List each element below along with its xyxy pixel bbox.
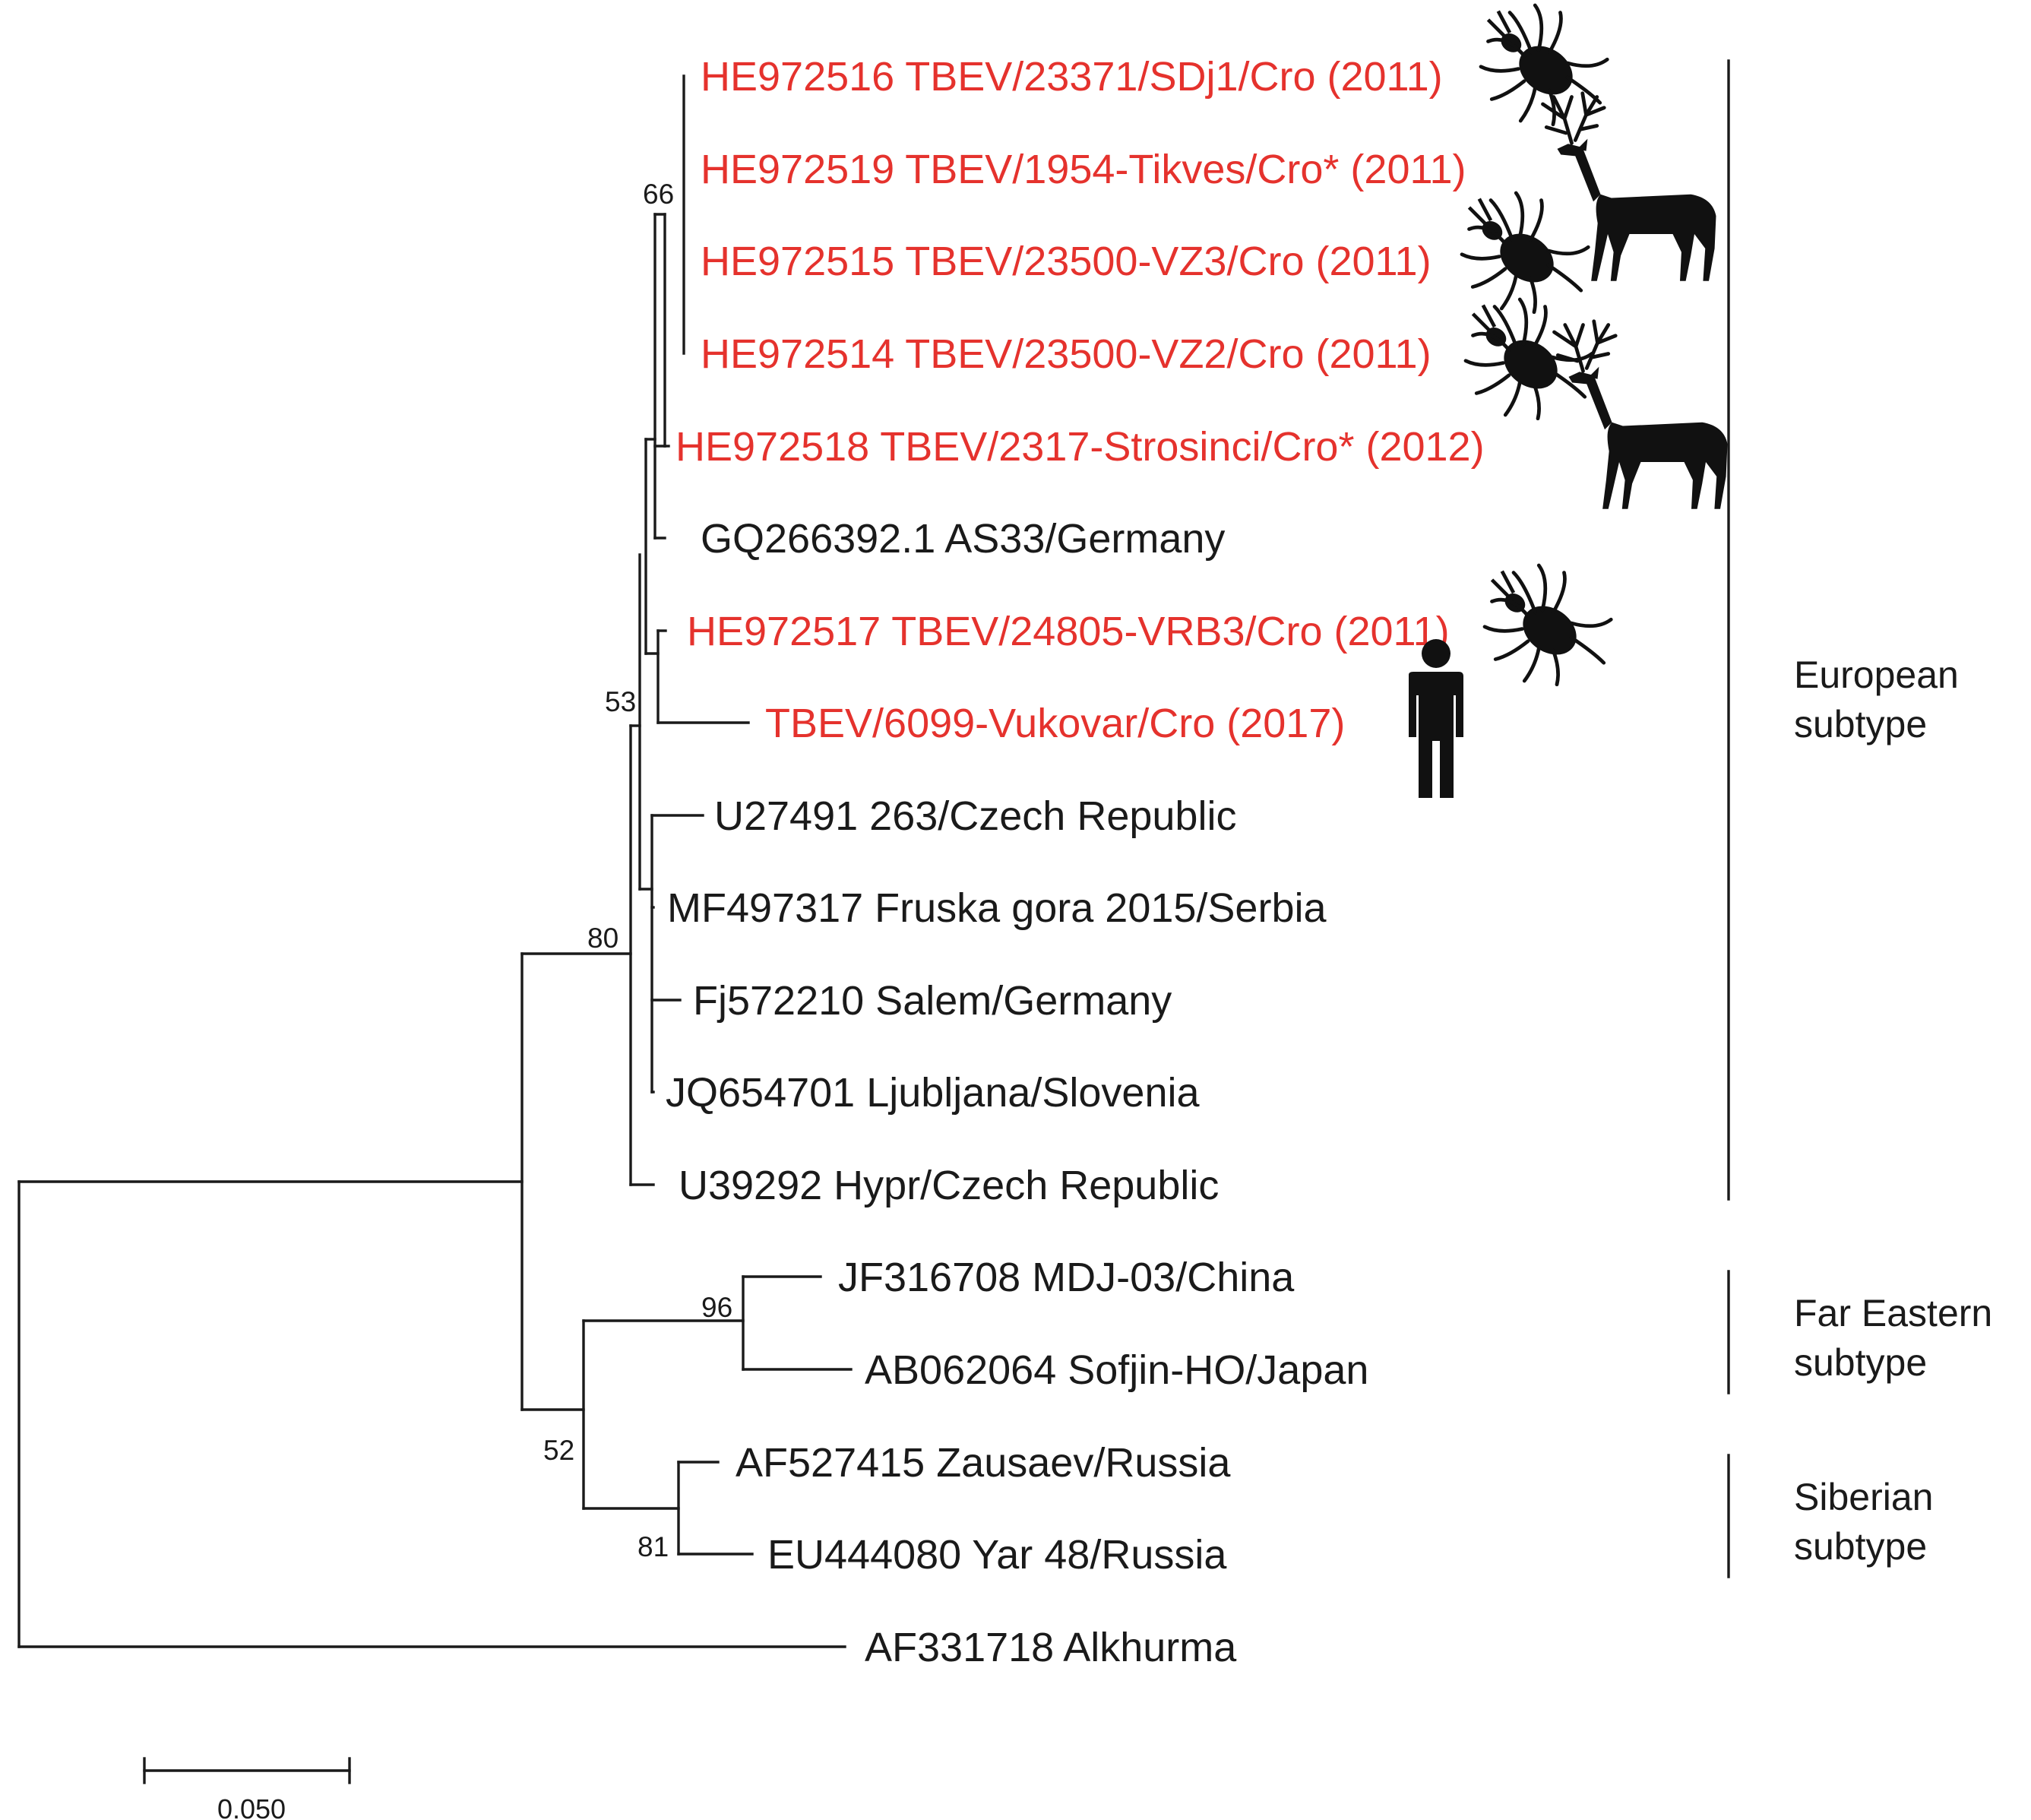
taxon-label: MF497317 Fruska gora 2015/Serbia — [667, 885, 1327, 931]
bootstrap-label: 52 — [543, 1435, 574, 1466]
taxon-label: U27491 263/Czech Republic — [714, 793, 1236, 839]
leaf-labels: HE972516 TBEV/23371/SDj1/Cro (2011) HE972… — [666, 54, 1485, 1670]
taxon-label: AF331718 Alkhurma — [865, 1625, 1237, 1670]
bootstrap-label: 81 — [637, 1531, 669, 1562]
taxon-label: JF316708 MDJ-03/China — [838, 1255, 1295, 1300]
clade-label-far-eastern: Far Eastern — [1794, 1292, 1992, 1334]
clade-label-european: subtype — [1794, 703, 1927, 745]
taxon-label: JQ654701 Ljubljana/Slovenia — [666, 1070, 1200, 1116]
clade-label-siberian: subtype — [1794, 1525, 1927, 1568]
taxon-label: HE972514 TBEV/23500-VZ2/Cro (2011) — [701, 331, 1432, 377]
taxon-label: HE972516 TBEV/23371/SDj1/Cro (2011) — [701, 54, 1443, 100]
human-icon — [1409, 639, 1463, 798]
deer-icon — [1555, 321, 1728, 509]
tree-branches — [17, 74, 853, 1648]
tick-icon — [1462, 193, 1588, 312]
scale-bar: 0.050 — [143, 1757, 351, 1820]
taxon-label: HE972518 TBEV/2317-Strosinci/Cro* (2012) — [675, 424, 1485, 470]
taxon-label: U39292 Hypr/Czech Republic — [679, 1163, 1219, 1208]
taxon-label: AB062064 Sofjin-HO/Japan — [865, 1347, 1368, 1393]
taxon-label: HE972517 TBEV/24805-VRB3/Cro (2011) — [687, 609, 1450, 654]
taxon-label: TBEV/6099-Vukovar/Cro (2017) — [765, 701, 1345, 746]
tick-icon — [1485, 565, 1611, 685]
bootstrap-label: 80 — [587, 923, 618, 954]
taxon-label: AF527415 Zausaev/Russia — [736, 1440, 1231, 1486]
bootstrap-label: 53 — [605, 686, 636, 717]
taxon-label: HE972519 TBEV/1954-Tikves/Cro* (2011) — [701, 147, 1466, 192]
bootstrap-label: 66 — [643, 179, 674, 210]
bootstrap-label: 96 — [701, 1292, 732, 1323]
clade-label-european: European — [1794, 654, 1959, 696]
taxon-label: Fj572210 Salem/Germany — [693, 978, 1172, 1024]
clade-label-siberian: Siberian — [1794, 1476, 1933, 1518]
taxon-label: HE972515 TBEV/23500-VZ3/Cro (2011) — [701, 239, 1432, 284]
taxon-label: EU444080 Yar 48/Russia — [767, 1532, 1227, 1578]
clade-label-far-eastern: subtype — [1794, 1341, 1927, 1384]
taxon-label: GQ266392.1 AS33/Germany — [701, 516, 1225, 562]
scale-bar-label: 0.050 — [217, 1793, 286, 1820]
